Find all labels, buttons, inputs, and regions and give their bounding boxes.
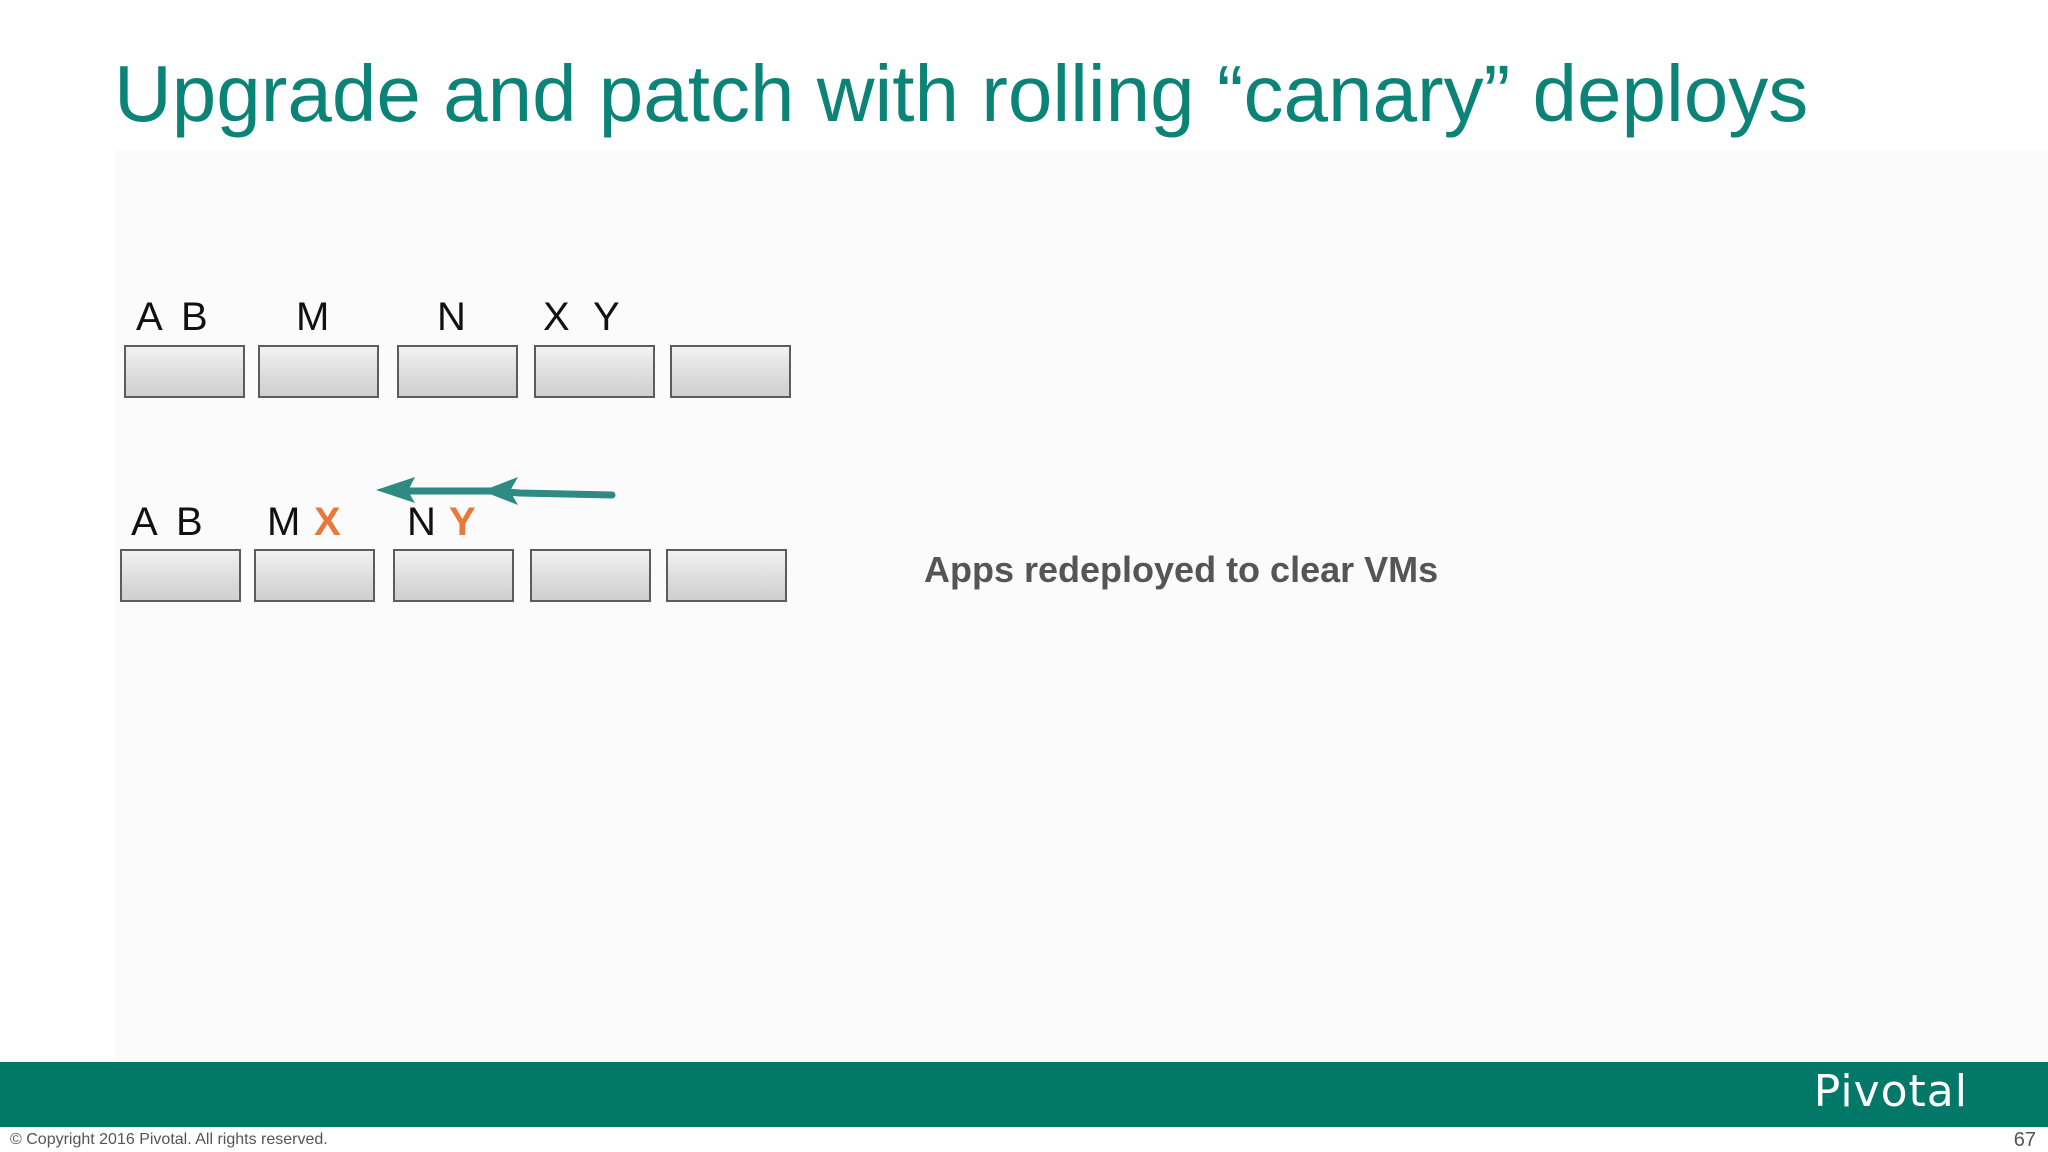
app-label-a: A	[136, 295, 163, 339]
caption: Apps redeployed to clear VMs	[924, 549, 1439, 590]
vm-box	[534, 345, 655, 398]
app-label-y: Y	[593, 295, 620, 339]
brand-logo: Pivotal	[1813, 1066, 1968, 1117]
vm-box	[397, 345, 518, 398]
vm-box	[530, 549, 651, 602]
content-panel	[115, 150, 2048, 1062]
app-label-m: M	[296, 295, 330, 339]
vm-box	[254, 549, 375, 602]
footer-bar: Pivotal	[0, 1062, 2048, 1127]
vm-box	[670, 345, 791, 398]
app-label-b: B	[181, 295, 208, 339]
app-label-m: M	[267, 500, 301, 544]
slide-number: 67	[2013, 1129, 2036, 1151]
vm-box	[393, 549, 514, 602]
slide-title: Upgrade and patch with rolling “canary” …	[114, 49, 1809, 138]
vm-box	[120, 549, 241, 602]
app-label-a: A	[131, 500, 158, 544]
app-label-n: N	[437, 295, 466, 339]
app-label-n: N	[407, 500, 436, 544]
app-label-b: B	[176, 500, 203, 544]
vm-box	[124, 345, 245, 398]
vm-box	[258, 345, 379, 398]
app-label-x: X	[543, 295, 570, 339]
vm-box	[666, 549, 787, 602]
arrow-shape	[376, 477, 616, 505]
migration-arrow	[376, 477, 616, 505]
moved-app-label-x: X	[314, 500, 341, 544]
moved-app-label-y: Y	[449, 500, 476, 544]
copyright-text: © Copyright 2016 Pivotal. All rights res…	[10, 1131, 328, 1148]
